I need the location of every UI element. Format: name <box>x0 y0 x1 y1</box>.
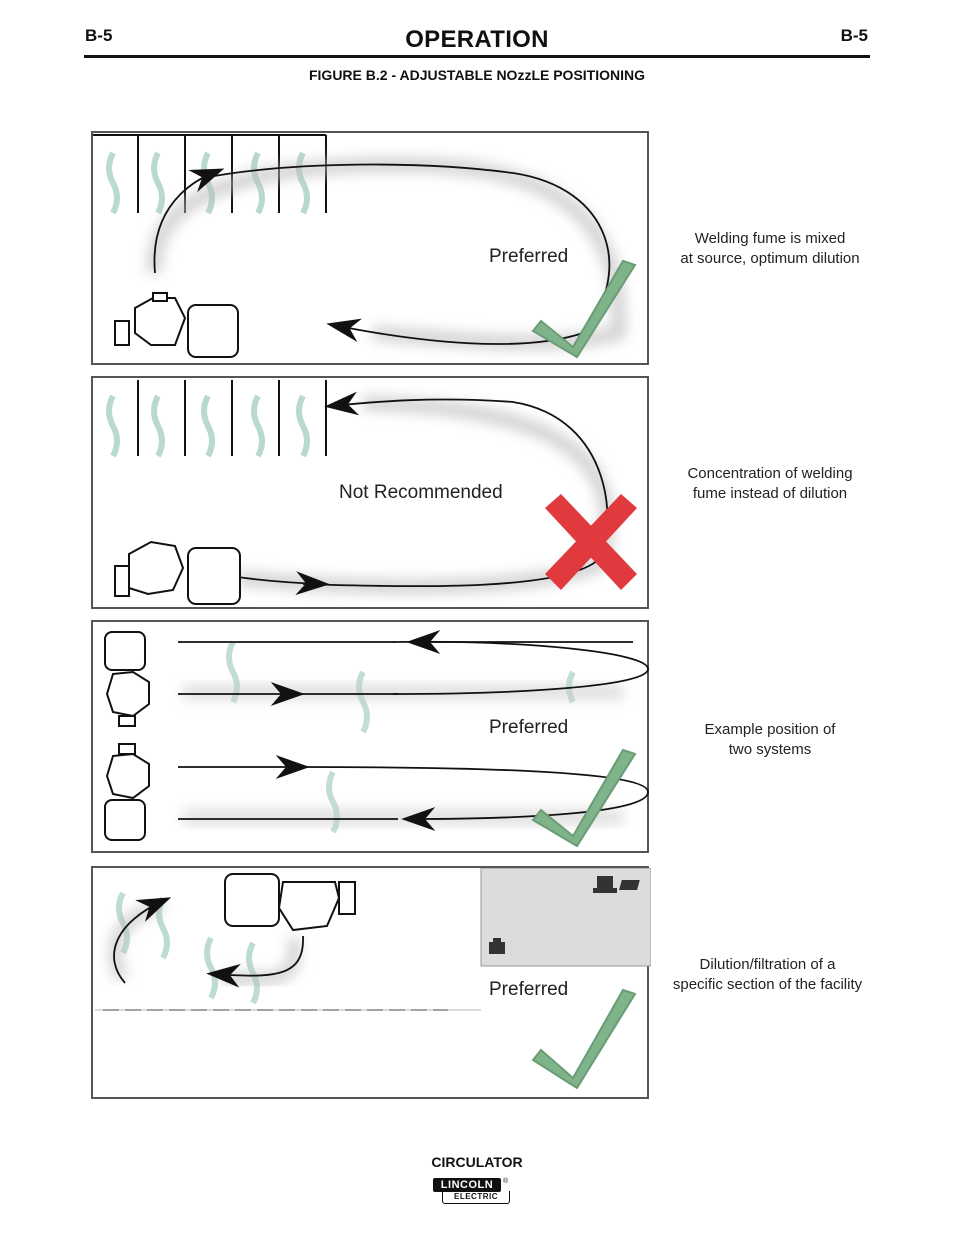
lincoln-electric-logo: LINCOLN ® ELECTRIC <box>433 1178 511 1205</box>
page-code-right: B-5 <box>840 26 868 45</box>
check-icon <box>531 748 637 848</box>
check-icon <box>531 988 637 1090</box>
check-icon <box>531 259 637 359</box>
description-line: fume instead of dilution <box>692 485 848 502</box>
circulator-unit-icon <box>104 631 150 727</box>
panel-not-recommended: Not Recommended <box>91 376 649 609</box>
panel-label: Not Recommended <box>339 482 503 503</box>
airflow-diagram-2 <box>106 380 637 605</box>
description-line: two systems <box>728 741 812 758</box>
panel-description-2: Concentration of welding fume instead of… <box>665 464 875 504</box>
airflow-diagram-3 <box>104 630 649 848</box>
panel-label: Preferred <box>489 979 569 1000</box>
panel-preferred-3: Preferred <box>91 866 651 1099</box>
airflow-diagram-1 <box>93 134 637 359</box>
panel-description-4: Dilution/filtration of a specific sectio… <box>665 955 870 995</box>
panel-label: Preferred <box>489 246 569 267</box>
description-line: Example position of <box>704 721 836 738</box>
panel-preferred-1: Preferred <box>91 131 649 365</box>
description-line: at source, optimum dilution <box>680 250 860 267</box>
description-line: Welding fume is mixed <box>694 230 846 247</box>
description-line: Dilution/filtration of a <box>699 956 836 973</box>
header-rule <box>84 55 870 58</box>
circulator-unit-icon <box>114 292 239 358</box>
page-code-left: B-5 <box>85 26 113 45</box>
logo-top-text: LINCOLN <box>433 1178 501 1192</box>
fume-rack <box>137 380 327 456</box>
panel-label: Preferred <box>489 717 569 738</box>
fume-icon <box>106 394 310 458</box>
description-line: Concentration of welding <box>687 465 853 482</box>
logo-bottom-text: ELECTRIC <box>442 1191 510 1204</box>
footer-model-name: CIRCULATOR <box>431 1154 523 1170</box>
workstation-icon <box>489 876 640 954</box>
circulator-unit-icon <box>224 873 356 932</box>
circulator-unit-icon <box>114 540 241 605</box>
cross-icon <box>545 494 637 590</box>
panel-description-1: Welding fume is mixed at source, optimum… <box>665 229 875 269</box>
airflow-diagram-4 <box>95 868 651 1090</box>
figure-caption: FIGURE B.2 - ADJUSTABLE NOzzLE POSITIONI… <box>308 67 646 83</box>
logo-registered-mark: ® <box>503 1178 509 1185</box>
panel-description-3: Example position of two systems <box>665 720 875 760</box>
panel-preferred-2: Preferred <box>91 620 649 853</box>
circulator-unit-icon <box>104 743 150 841</box>
description-line: specific section of the facility <box>672 976 863 993</box>
section-title: OPERATION <box>405 26 549 53</box>
